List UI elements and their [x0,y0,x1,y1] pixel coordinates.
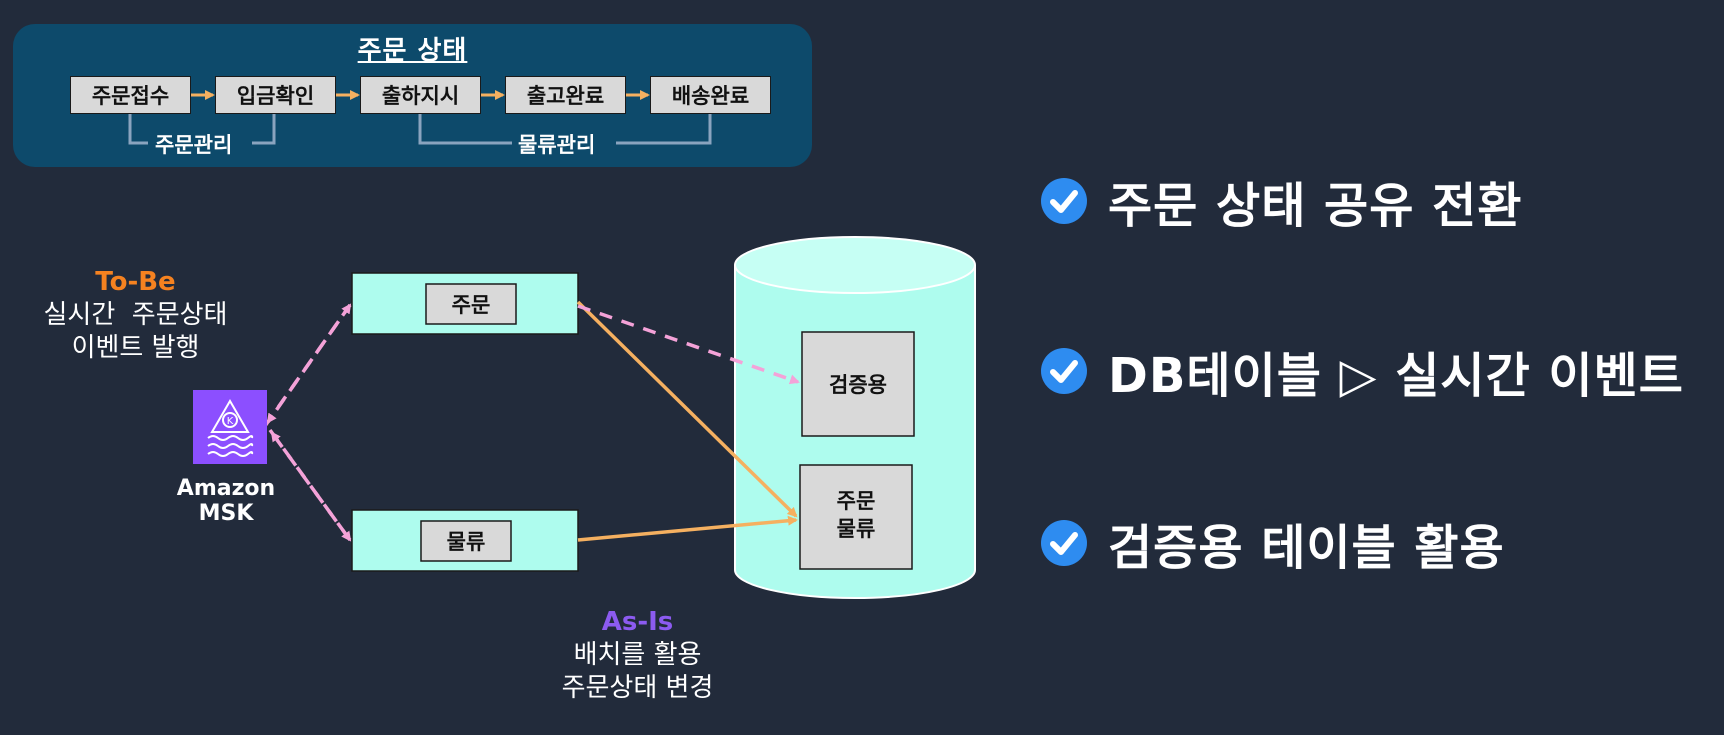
check-circle-icon [1041,348,1087,394]
batch-arrow-logistics [577,515,798,542]
event-arrow-to-verify [577,304,800,385]
group-label-order-mgmt: 주문관리 [155,133,233,157]
order-source-inner [425,283,517,325]
amazon-msk-icon: K [193,390,267,464]
bullet-3: 검증용 테이블 활용 [1040,508,1505,578]
order-mgmt-label-bg [148,130,252,156]
batch-arrow-order [576,300,798,518]
logistics-source-inner [420,520,512,562]
check-circle-icon [1041,178,1087,224]
main-table-label-2: 물류 [836,517,876,541]
bullet-1: 주문 상태 공유 전환 [1040,166,1522,236]
to-be-line-2: 이벤트 발행 [71,333,200,363]
main-table-box [799,464,913,570]
step-payment-confirmed: 입금확인 [215,76,336,114]
to-be-title: To-Be [95,267,176,297]
step-shipping-ordered: 출하지시 [360,76,481,114]
to-be-line-1: 실시간 주문상태 [43,300,228,330]
as-is-line-2: 주문상태 변경 [561,673,714,703]
bullet-text-2: DB테이블 ▷ 실시간 이벤트 [1108,348,1684,404]
step-delivered: 배송완료 [650,76,771,114]
as-is-block: As-Is 배치를 활용 주문상태 변경 [520,606,755,705]
step-dispatched: 출고완료 [505,76,626,114]
main-table-label-1: 주문 [836,489,876,513]
verify-table-label: 검증용 [829,373,887,397]
group-label-logistics-mgmt: 물류관리 [518,133,596,157]
logistics-mgmt-label-bg [512,130,616,156]
msk-glyph: K [227,416,234,427]
bullet-2: DB테이블 ▷ 실시간 이벤트 [1040,336,1684,406]
logistics-source-label: 물류 [446,530,486,554]
verify-table-box [801,331,915,437]
check-circle-icon [1041,520,1087,566]
amazon-msk-label: Amazon MSK [176,476,276,526]
as-is-title: As-Is [601,607,674,637]
step-order-received: 주문접수 [70,76,191,114]
order-source-label: 주문 [451,293,491,317]
panel-title: 주문 상태 [357,36,468,66]
event-arrow-order-to-msk [266,303,352,424]
to-be-block: To-Be 실시간 주문상태 이벤트 발행 [18,266,253,365]
bullet-text-1: 주문 상태 공유 전환 [1108,178,1523,234]
bullet-text-3: 검증용 테이블 활용 [1108,520,1505,576]
as-is-line-1: 배치를 활용 [573,640,702,670]
